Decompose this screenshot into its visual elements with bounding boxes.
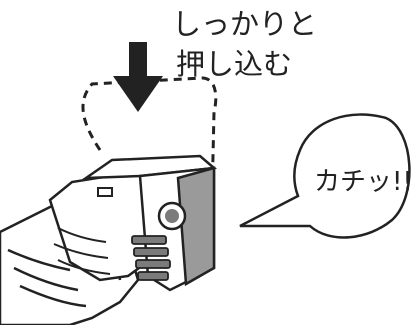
- battery-ghost-outline: [81, 76, 218, 201]
- tool-grip-ribs: [53, 227, 111, 275]
- battery-slot: [97, 187, 113, 197]
- instruction-line-2: 押し込む: [176, 47, 292, 81]
- battery-pack-icon: [81, 154, 218, 292]
- battery-vents: [131, 235, 171, 281]
- instruction-line-1: しっかりと: [172, 7, 317, 41]
- speech-bubble: カチッ!!: [239, 113, 413, 239]
- power-tool-icon: [0, 154, 218, 325]
- down-arrow-icon: [113, 42, 163, 112]
- speech-bubble-text: カチッ!!: [314, 167, 413, 197]
